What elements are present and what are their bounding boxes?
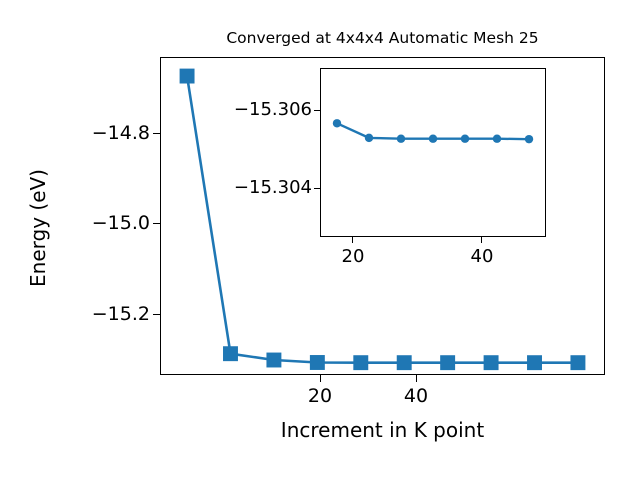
main-series-line — [185, 74, 580, 364]
y-tick-mark-1 — [153, 223, 160, 225]
y-tick-label-0: −14.8 — [91, 122, 150, 144]
data-point — [332, 119, 342, 128]
inset-x-tick-label-1: 40 — [470, 246, 494, 267]
inset-y-tick-mark-0 — [314, 110, 320, 112]
data-point — [460, 134, 470, 143]
data-point — [396, 134, 406, 143]
inset-x-tick-mark-0 — [352, 237, 354, 243]
data-point — [223, 346, 238, 362]
main-plot-area — [160, 57, 605, 375]
data-point — [353, 355, 369, 371]
data-point — [524, 134, 534, 144]
data-point — [570, 355, 586, 371]
data-point — [428, 134, 438, 143]
y-axis-label: Energy (eV) — [26, 169, 50, 287]
x-tick-mark-1 — [416, 375, 418, 382]
inset-plot-area — [320, 68, 546, 237]
inset-series-svg — [332, 119, 534, 144]
y-tick-mark-0 — [153, 133, 160, 135]
x-tick-label-0: 20 — [307, 385, 333, 407]
data-point — [364, 133, 374, 143]
x-axis-label: Increment in K point — [280, 418, 485, 442]
chart-title: Converged at 4x4x4 Automatic Mesh 25 — [226, 29, 539, 47]
main-series-svg — [179, 68, 586, 371]
data-point — [309, 355, 325, 370]
data-point — [483, 355, 499, 371]
y-tick-mark-2 — [153, 314, 160, 316]
inset-y-tick-mark-1 — [314, 188, 320, 190]
data-point — [492, 134, 502, 143]
inset-series-markers — [332, 119, 534, 144]
data-point — [266, 352, 282, 368]
x-tick-label-1: 40 — [403, 385, 429, 407]
inset-y-tick-label-0: −15.306 — [233, 99, 312, 120]
inset-x-tick-mark-1 — [481, 237, 483, 243]
main-series-markers — [179, 68, 586, 371]
inset-x-tick-label-0: 20 — [341, 246, 365, 267]
x-tick-mark-0 — [320, 375, 322, 382]
data-point — [179, 68, 195, 84]
data-point — [440, 355, 456, 371]
y-tick-label-2: −15.2 — [91, 303, 150, 325]
data-point — [527, 355, 542, 371]
inset-y-tick-label-1: −15.304 — [233, 177, 312, 198]
data-point — [396, 355, 412, 371]
y-tick-label-1: −15.0 — [91, 212, 150, 234]
